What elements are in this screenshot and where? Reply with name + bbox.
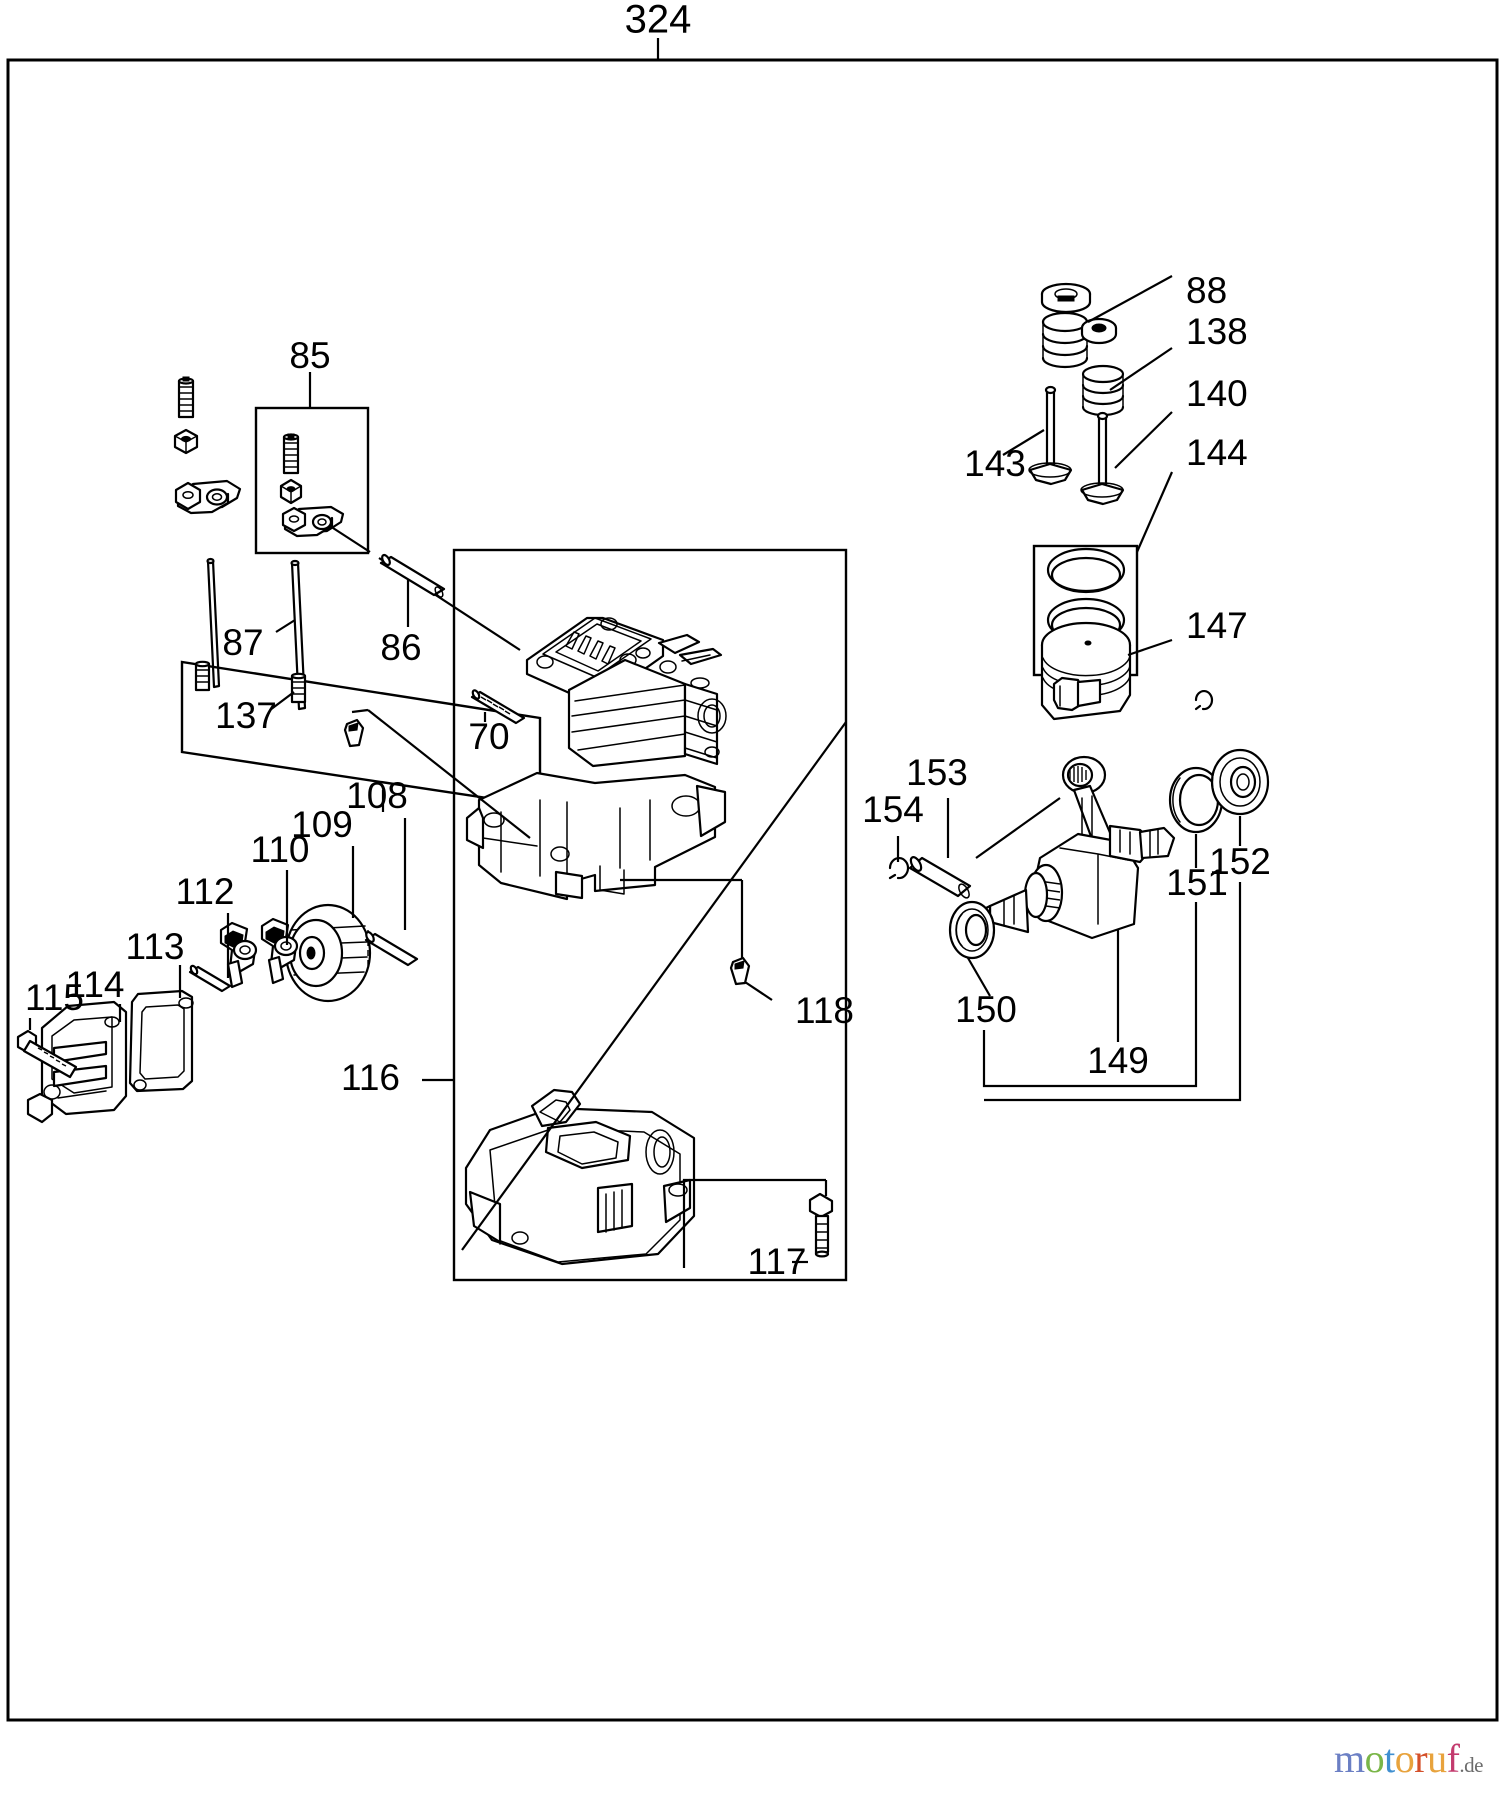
watermark-letter-f: f	[1446, 1736, 1460, 1781]
cylinder-assembly-frame	[422, 548, 848, 1282]
callout-151: 151	[1166, 862, 1228, 903]
callout-153: 153	[906, 752, 968, 793]
callout-140: 140	[1186, 373, 1248, 414]
callout-85: 85	[289, 335, 330, 376]
lifter-pin-112	[188, 913, 232, 993]
callout-118: 118	[795, 990, 854, 1031]
watermark-letter-u: u	[1427, 1736, 1447, 1781]
camshaft-pin-108-leader	[343, 708, 531, 839]
callout-149: 149	[1087, 1040, 1149, 1081]
callout-108: 108	[346, 775, 408, 816]
cover-bolt-115	[16, 1018, 78, 1079]
valve-lifter-1	[260, 917, 299, 985]
valve-spring-retainer-88	[1040, 282, 1092, 314]
outer-frame-324	[6, 38, 1499, 1722]
lock-nut-boxed	[279, 478, 303, 505]
callout-152: 152	[1209, 841, 1271, 882]
callout-324: 324	[625, 0, 692, 42]
watermark-tld: .de	[1459, 1753, 1483, 1777]
push-rods-group	[206, 557, 307, 711]
crankcase-bolt-117	[682, 1178, 834, 1268]
valve-lifter-2	[219, 921, 258, 989]
callout-147: 147	[1186, 605, 1248, 646]
valve-cover-114	[26, 1000, 128, 1124]
callout-143: 143	[964, 443, 1026, 484]
watermark-letter-t: t	[1384, 1736, 1395, 1781]
callout-112: 112	[176, 871, 235, 912]
valve-spring-lower-138	[1081, 347, 1173, 417]
piston-pin-153	[908, 797, 1061, 899]
callout-109: 109	[291, 804, 353, 845]
callout-113: 113	[126, 926, 185, 967]
callout-138: 138	[1186, 311, 1248, 352]
adjuster-screw-boxed	[282, 433, 300, 475]
site-watermark: motoruf.de	[1334, 1735, 1483, 1782]
exhaust-valve-140	[1080, 411, 1173, 506]
callout-144: 144	[1186, 432, 1248, 473]
piston-ring-1	[1046, 547, 1126, 594]
callout-154: 154	[862, 789, 924, 830]
callout-116: 116	[341, 1057, 400, 1098]
camshaft-shaft-108	[364, 818, 419, 967]
snap-ring-small	[1194, 689, 1214, 711]
callout-labels: 324 85 88 138 140 143 144 147 87 86 137 …	[25, 0, 1271, 1282]
adjuster-screw-loose	[177, 376, 195, 419]
adjuster-screw-small-1	[194, 660, 211, 692]
rocker-arm-boxed	[281, 505, 345, 538]
dowel-pin-70	[470, 689, 526, 725]
crankshaft-oil-seal-150	[948, 900, 996, 997]
ball-bearing-152	[984, 748, 1270, 1102]
watermark-letter-o1: o	[1364, 1736, 1385, 1781]
crankshaft-149	[972, 755, 1176, 1042]
watermark-letter-o2: o	[1394, 1736, 1415, 1781]
callout-70: 70	[468, 716, 509, 757]
callout-150: 150	[955, 989, 1017, 1030]
callout-137: 137	[215, 695, 277, 736]
piston-pin-clip-154	[888, 836, 910, 880]
callout-110: 110	[251, 829, 310, 870]
callout-117: 117	[748, 1241, 807, 1282]
intake-valve-143	[1002, 385, 1073, 486]
callout-86: 86	[380, 627, 421, 668]
rocker-arm-loose	[174, 479, 242, 515]
rocker-arm-loose-group	[173, 376, 242, 515]
cylinder-block	[465, 616, 727, 901]
piston-147	[1040, 621, 1173, 721]
lock-nut-loose	[173, 428, 199, 455]
adjuster-screw-small-2	[290, 672, 307, 704]
oil-seal-151	[982, 766, 1224, 1088]
valve-retainer-small	[1080, 275, 1173, 345]
oil-seal-pin-118	[620, 878, 773, 1001]
callout-114: 114	[66, 964, 125, 1005]
valve-cover-gasket-113	[128, 965, 194, 1093]
watermark-letter-m: m	[1334, 1736, 1365, 1781]
callout-115: 115	[25, 977, 84, 1018]
crankcase-lower	[461, 721, 847, 1266]
watermark-letter-r: r	[1414, 1736, 1428, 1781]
valve-spring-upper	[1041, 311, 1089, 369]
valve-lifters-group	[219, 870, 299, 989]
callout-88: 88	[1186, 270, 1227, 311]
callout-87: 87	[222, 622, 263, 663]
rocker-shaft-group	[379, 553, 446, 627]
